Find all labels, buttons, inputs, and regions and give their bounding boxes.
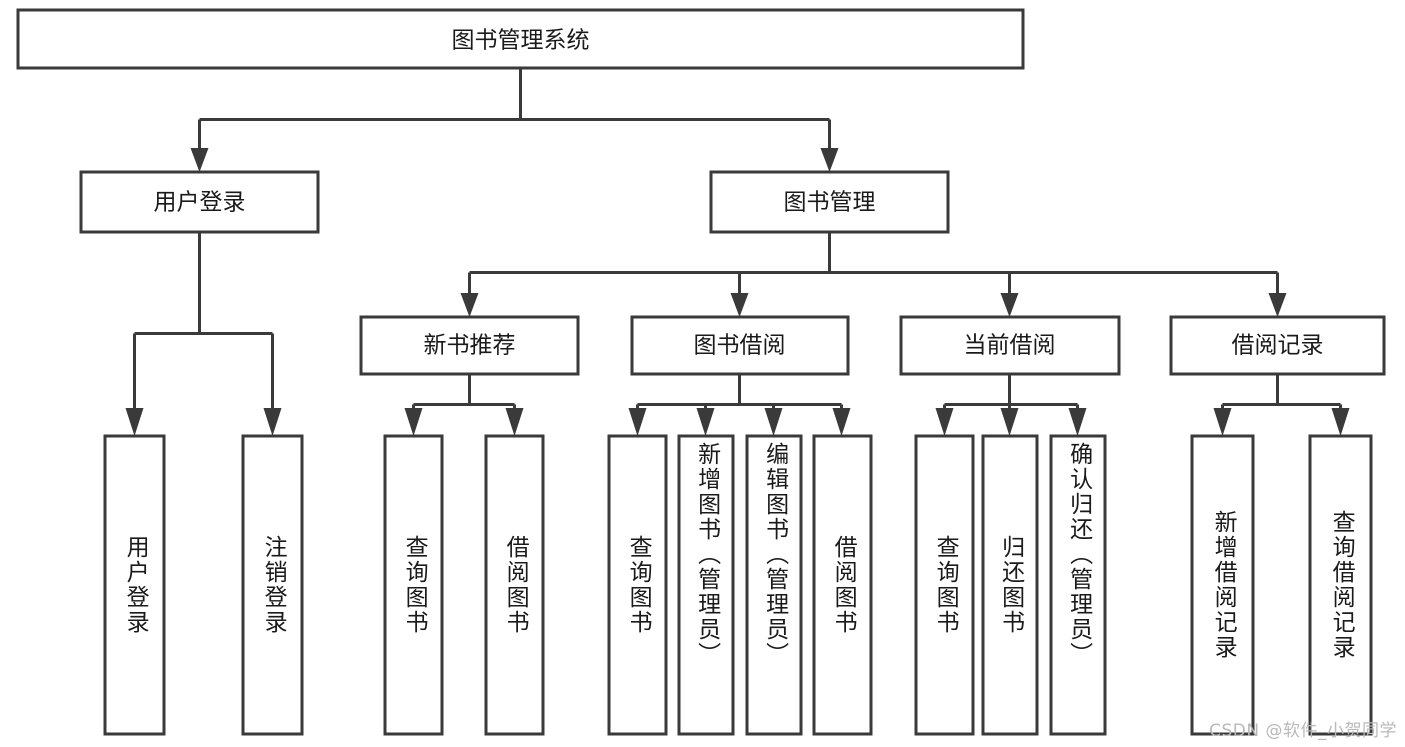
arrow-to-borrow-record — [1268, 293, 1287, 317]
arrow-to-leaf-query-borrow-record — [1331, 408, 1350, 436]
node-leaf-borrow-book-1[interactable] — [484, 434, 545, 736]
node-user-login-label: 用户登录 — [154, 190, 246, 216]
node-root[interactable] — [16, 8, 1025, 70]
arrow-to-leaf-user-login — [125, 408, 144, 436]
arrow-to-leaf-query-book-1 — [404, 408, 423, 436]
node-book-borrow[interactable] — [630, 315, 850, 376]
node-leaf-borrow-book-2[interactable] — [812, 434, 873, 736]
arrow-to-leaf-logout-login — [263, 408, 282, 436]
arrow-to-current-borrow — [1000, 293, 1019, 317]
arrow-to-book-borrow — [730, 293, 749, 317]
node-leaf-query-book-3[interactable] — [914, 434, 975, 736]
node-current-borrow[interactable] — [899, 315, 1121, 376]
arrow-root-to-user-login — [190, 148, 209, 172]
node-new-book-recommend[interactable] — [359, 315, 580, 376]
node-borrow-record[interactable] — [1169, 315, 1386, 376]
node-leaf-user-login[interactable] — [103, 434, 166, 736]
node-new-book-recommend-label: 新书推荐 — [424, 333, 516, 359]
csdn-watermark: CSDN @软件_小贺同学 — [1209, 721, 1397, 741]
node-group: 图书管理系统 用户登录 图书管理 新书推荐 图书借阅 当前借阅 借阅记录 — [16, 8, 1386, 736]
node-user-login[interactable] — [79, 170, 320, 234]
node-leaf-return-book[interactable] — [981, 434, 1039, 736]
node-leaf-add-book[interactable] — [677, 434, 735, 736]
node-borrow-record-label: 借阅记录 — [1232, 333, 1324, 359]
arrow-to-new-book-recommend — [460, 293, 479, 317]
arrow-to-leaf-confirm-return — [1068, 408, 1087, 436]
arrow-to-leaf-add-book — [696, 408, 715, 436]
arrow-to-leaf-edit-book — [764, 408, 783, 436]
node-leaf-query-book-1[interactable] — [383, 434, 444, 736]
arrow-root-to-book-manage — [820, 148, 839, 172]
connector-group — [125, 68, 1350, 436]
arrow-to-leaf-borrow-book-1 — [505, 408, 524, 436]
node-leaf-logout-login[interactable] — [241, 434, 304, 736]
node-leaf-query-borrow-record[interactable] — [1308, 434, 1373, 736]
node-book-manage-label: 图书管理 — [784, 190, 876, 216]
node-leaf-confirm-return[interactable] — [1049, 434, 1107, 736]
node-root-label: 图书管理系统 — [452, 28, 590, 54]
node-leaf-edit-book[interactable] — [745, 434, 803, 736]
arrow-to-leaf-query-book-3 — [935, 408, 954, 436]
node-book-borrow-label: 图书借阅 — [694, 333, 786, 359]
node-book-manage[interactable] — [709, 170, 950, 234]
node-leaf-query-book-2[interactable] — [607, 434, 668, 736]
node-current-borrow-label: 当前借阅 — [964, 333, 1056, 359]
node-leaf-add-borrow-record[interactable] — [1190, 434, 1255, 736]
arrow-to-leaf-add-borrow-record — [1213, 408, 1232, 436]
arrow-to-leaf-query-book-2 — [628, 408, 647, 436]
arrow-to-leaf-borrow-book-2 — [832, 408, 851, 436]
arrow-to-leaf-return-book — [1000, 408, 1019, 436]
